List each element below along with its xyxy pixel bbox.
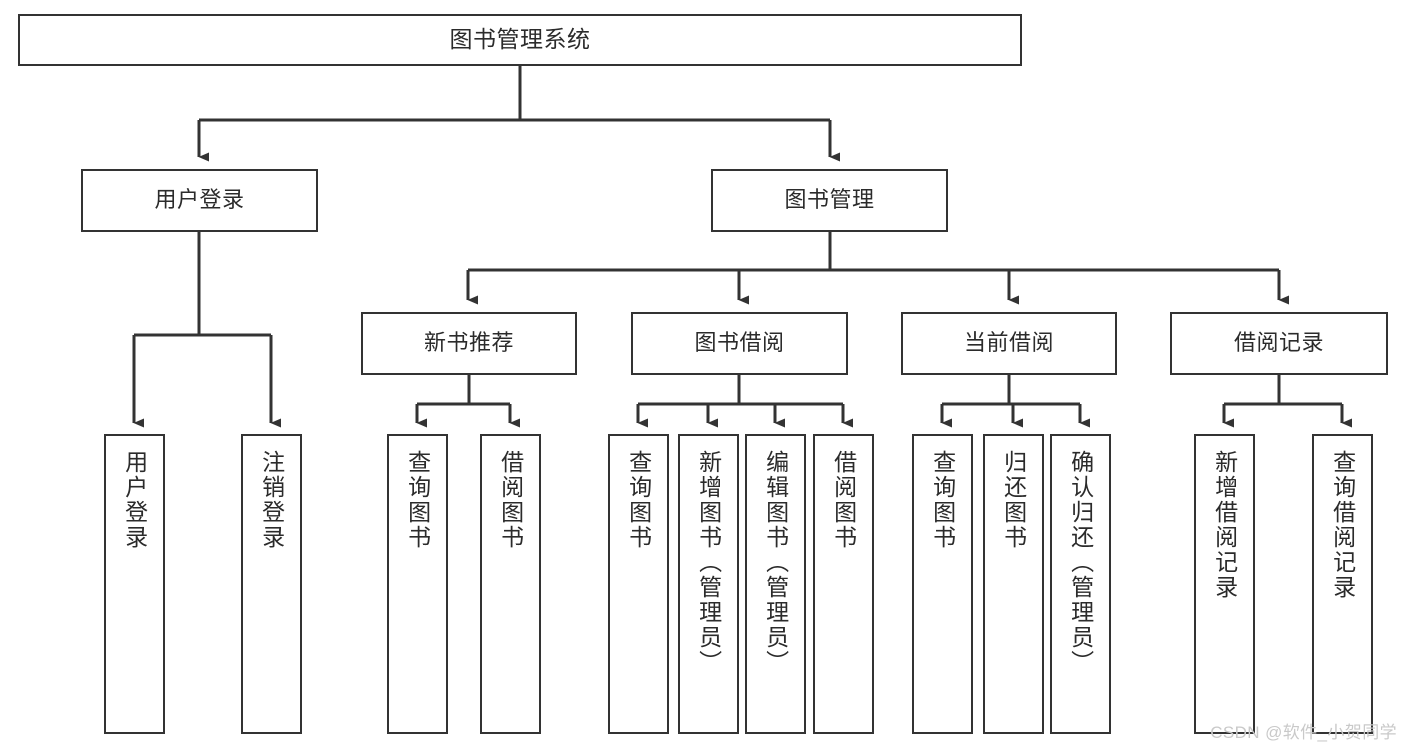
leaf-current-borrow-confirm-return-admin[interactable]: 确认归还（管理员） (1050, 434, 1111, 734)
node-current-borrow[interactable]: 当前借阅 (901, 312, 1117, 375)
node-book-management[interactable]: 图书管理 (711, 169, 948, 232)
leaf-new-book-query-book[interactable]: 查询图书 (387, 434, 448, 734)
node-root-book-management-system[interactable]: 图书管理系统 (18, 14, 1022, 66)
node-label: 图书管理 (784, 187, 875, 213)
leaf-book-borrow-borrow-book[interactable]: 借阅图书 (813, 434, 874, 734)
node-label: 用户登录 (121, 450, 148, 550)
leaf-user-login-logout[interactable]: 注销登录 (241, 434, 302, 734)
node-label: 当前借阅 (963, 330, 1054, 356)
node-label: 新书推荐 (423, 330, 514, 356)
node-label: 借阅记录 (1233, 330, 1324, 356)
leaf-borrow-record-add-record[interactable]: 新增借阅记录 (1194, 434, 1255, 734)
node-label: 借阅图书 (830, 450, 857, 550)
node-label: 新增借阅记录 (1211, 450, 1238, 600)
node-new-book-recommend[interactable]: 新书推荐 (361, 312, 577, 375)
node-label: 编辑图书（管理员） (762, 450, 789, 675)
node-label: 归还图书 (1000, 450, 1027, 550)
leaf-user-login-login[interactable]: 用户登录 (104, 434, 165, 734)
node-label: 注销登录 (258, 450, 285, 550)
csdn-watermark: CSDN @软件_小贺同学 (1210, 723, 1397, 742)
leaf-current-borrow-return-book[interactable]: 归还图书 (983, 434, 1044, 734)
node-label: 查询借阅记录 (1329, 450, 1356, 600)
leaf-book-borrow-edit-book-admin[interactable]: 编辑图书（管理员） (745, 434, 806, 734)
node-label: 新增图书（管理员） (695, 450, 722, 675)
leaf-book-borrow-add-book-admin[interactable]: 新增图书（管理员） (678, 434, 739, 734)
node-user-login[interactable]: 用户登录 (81, 169, 318, 232)
node-borrow-record[interactable]: 借阅记录 (1170, 312, 1388, 375)
leaf-borrow-record-query-record[interactable]: 查询借阅记录 (1312, 434, 1373, 734)
leaf-current-borrow-query-book[interactable]: 查询图书 (912, 434, 973, 734)
node-label: 用户登录 (154, 187, 245, 213)
node-label: 查询图书 (404, 450, 431, 550)
leaf-book-borrow-query-book[interactable]: 查询图书 (608, 434, 669, 734)
leaf-new-book-borrow-book[interactable]: 借阅图书 (480, 434, 541, 734)
node-label: 图书管理系统 (449, 26, 591, 53)
node-book-borrow[interactable]: 图书借阅 (631, 312, 848, 375)
node-label: 查询图书 (929, 450, 956, 550)
node-label: 查询图书 (625, 450, 652, 550)
node-label: 图书借阅 (694, 330, 785, 356)
node-label: 借阅图书 (497, 450, 524, 550)
node-label: 确认归还（管理员） (1067, 450, 1094, 675)
